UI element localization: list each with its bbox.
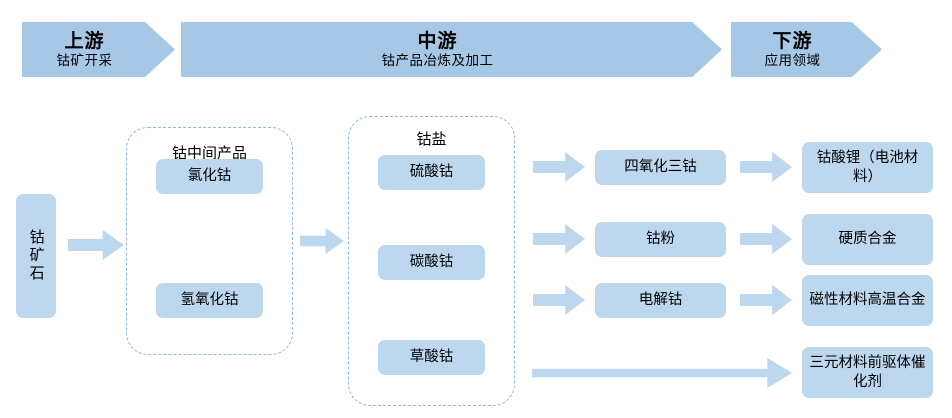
node-cobalt-sulfate: 硫酸钴 xyxy=(378,155,485,190)
arrow-right-icon-ore-to-intermediate xyxy=(68,230,124,260)
stage-title-midstream: 中游 xyxy=(417,30,458,52)
node-cobalt-ore: 钴矿石 xyxy=(16,194,56,318)
node-cemented-carbide: 硬质合金 xyxy=(802,214,933,265)
arrow-right-icon-electrolytic-to-magnetic-alloy xyxy=(740,285,792,315)
stage-subtitle-midstream: 钴产品冶炼及加工 xyxy=(381,52,494,68)
group-title-cobalt-salts: 钴盐 xyxy=(416,131,447,148)
stage-subtitle-downstream: 应用领域 xyxy=(764,52,821,68)
stage-chevron-upstream: 上游 钴矿开采 xyxy=(22,22,175,77)
arrow-right-icon-intermediate-to-salt xyxy=(300,228,344,254)
node-magnetic-high-temp-alloy: 磁性材料高温合金 xyxy=(802,275,933,326)
group-title-cobalt-intermediate-products: 钴中间产品 xyxy=(171,145,247,162)
stage-chevron-downstream: 下游 应用领域 xyxy=(731,22,882,77)
node-lithium-cobaltate: 钴酸锂（电池材料） xyxy=(802,142,933,193)
stage-title-upstream: 上游 xyxy=(64,30,105,52)
group-cobalt-salts: 钴盐 xyxy=(348,116,515,406)
node-cobalt-oxalate: 草酸钴 xyxy=(378,340,485,375)
arrow-right-icon-salt-to-cobalt-powder xyxy=(533,224,585,254)
arrow-right-icon-salt-to-co3o4 xyxy=(533,152,585,182)
arrow-right-long-icon-salt-to-ternary-precursor xyxy=(532,358,792,388)
arrow-right-icon-co3o4-to-lithium-cobaltate xyxy=(740,152,792,182)
stage-title-downstream: 下游 xyxy=(772,30,813,52)
value-chain-header-band: 上游 钴矿开采 中游 钴产品冶炼及加工 下游 应用领域 xyxy=(0,0,952,100)
stage-chevron-midstream: 中游 钴产品冶炼及加工 xyxy=(181,22,722,77)
node-cobalt-carbonate: 碳酸钴 xyxy=(378,245,485,280)
node-cobalt-chloride: 氯化钴 xyxy=(156,159,263,194)
node-cobalt-tetroxide: 四氧化三钴 xyxy=(595,150,726,185)
node-ternary-precursor-catalyst: 三元材料前驱体催化剂 xyxy=(802,347,933,398)
group-cobalt-intermediate-products: 钴中间产品 xyxy=(126,127,293,355)
stage-subtitle-upstream: 钴矿开采 xyxy=(56,52,113,68)
node-electrolytic-cobalt: 电解钴 xyxy=(595,283,726,318)
node-cobalt-hydroxide: 氢氧化钴 xyxy=(156,283,263,318)
arrow-right-icon-salt-to-electrolytic-cobalt xyxy=(533,285,585,315)
arrow-right-icon-powder-to-cemented-carbide xyxy=(740,224,792,254)
node-cobalt-powder: 钴粉 xyxy=(595,222,726,257)
